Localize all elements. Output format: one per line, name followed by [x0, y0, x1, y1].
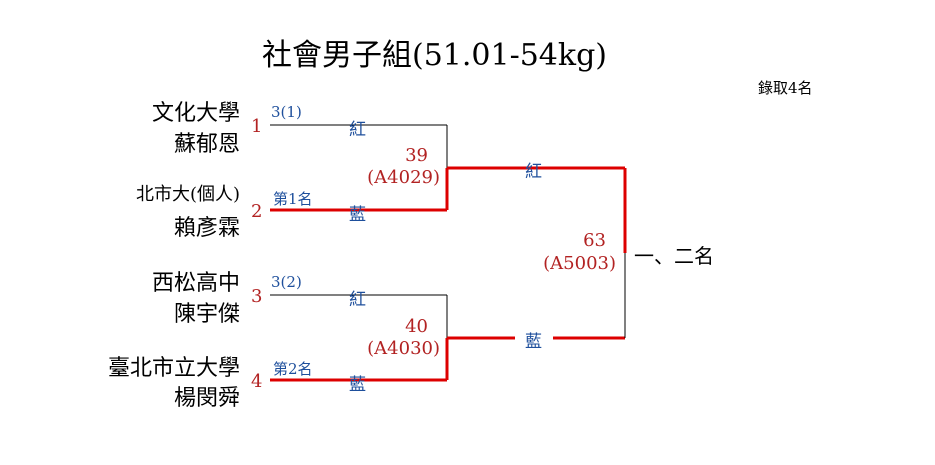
entry-2-team: 北市大(個人): [135, 184, 240, 205]
match-40-code: (A4030): [367, 338, 440, 359]
quota-label: 錄取4名: [758, 79, 813, 97]
entry-2-note: 第1名: [273, 190, 313, 208]
page-title: 社會男子組(51.01-54kg): [262, 38, 607, 73]
entry-1-name: 蘇郁恩: [173, 132, 240, 157]
entry-1-team: 文化大學: [151, 101, 240, 126]
entry-3-seed: 3: [251, 286, 263, 307]
final-placement-label: 一、二名: [634, 244, 714, 268]
match-39-top-corner: 紅: [349, 120, 366, 140]
match-39-number: 39: [405, 145, 428, 166]
match-40-top-corner: 紅: [349, 290, 366, 310]
match-40-bottom-corner: 藍: [349, 375, 366, 395]
entry-4-team: 臺北市立大學: [107, 356, 240, 381]
match-63-bottom-corner: 藍: [525, 332, 542, 352]
match-63-code: (A5003): [543, 253, 616, 274]
match-39-code: (A4029): [367, 167, 440, 188]
entry-4-note: 第2名: [273, 360, 313, 378]
entry-2-name: 賴彥霖: [173, 216, 240, 241]
entry-3-name: 陳宇傑: [173, 302, 240, 327]
match-63-number: 63: [583, 230, 606, 251]
entry-1-note: 3(1): [271, 103, 302, 121]
entry-1-seed: 1: [251, 116, 263, 137]
entry-3-team: 西松高中: [151, 271, 240, 296]
match-63-top-corner: 紅: [525, 162, 542, 182]
entry-3-note: 3(2): [271, 273, 302, 291]
entry-2-seed: 2: [251, 201, 263, 222]
match-39-bottom-corner: 藍: [349, 205, 366, 225]
entry-4-seed: 4: [251, 371, 263, 392]
entry-4-name: 楊閔舜: [173, 386, 240, 411]
match-40-number: 40: [405, 316, 428, 337]
